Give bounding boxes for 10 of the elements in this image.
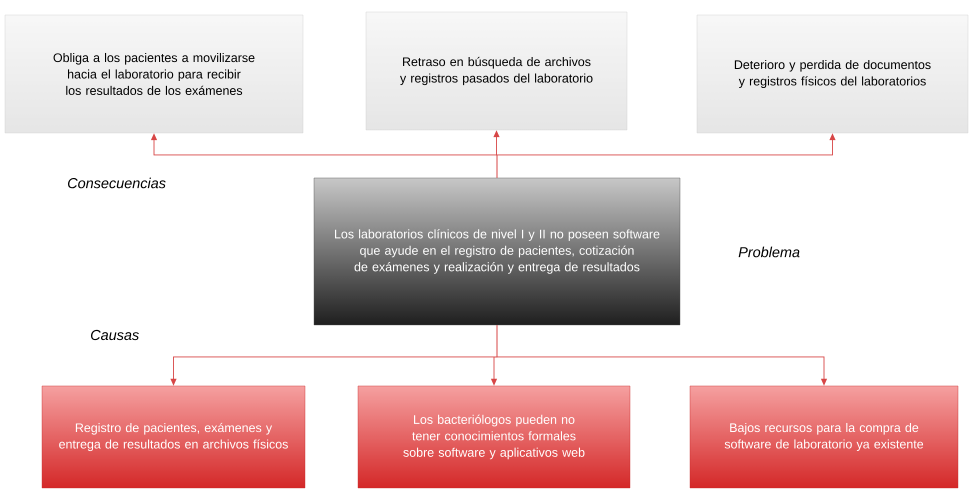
cause-box: Registro de pacientes, exámenes y entrega de resultados en archivos físicos [42,386,306,488]
consequence-box: Obliga a los pacientes a movilizarse hacia el laboratorio para recibir los resultados de los exámenes [4,14,304,134]
section-label: Problema [738,246,800,258]
problem-box: Los laboratorios clínicos de nivel I y II no poseen software que ayude en el registro de pacientes, cotización de exámenes y realización y entrega de resultados [314,178,680,326]
section-label: Consecuencias [68,178,166,188]
consequence-box: Retraso en búsqueda de archivos y registros pasados del laboratorio [366,12,628,130]
consequence-box: Deterioro y perdida de documentos y registros físicos del laboratorios [696,14,968,134]
cause-box: Los bacteriólogos pueden no tener conocimientos formales sobre software y aplicativos web [358,386,630,488]
cause-box: Bajos recursos para la compra de software de laboratorio ya existente [690,386,958,488]
section-label: Causas [91,330,139,340]
